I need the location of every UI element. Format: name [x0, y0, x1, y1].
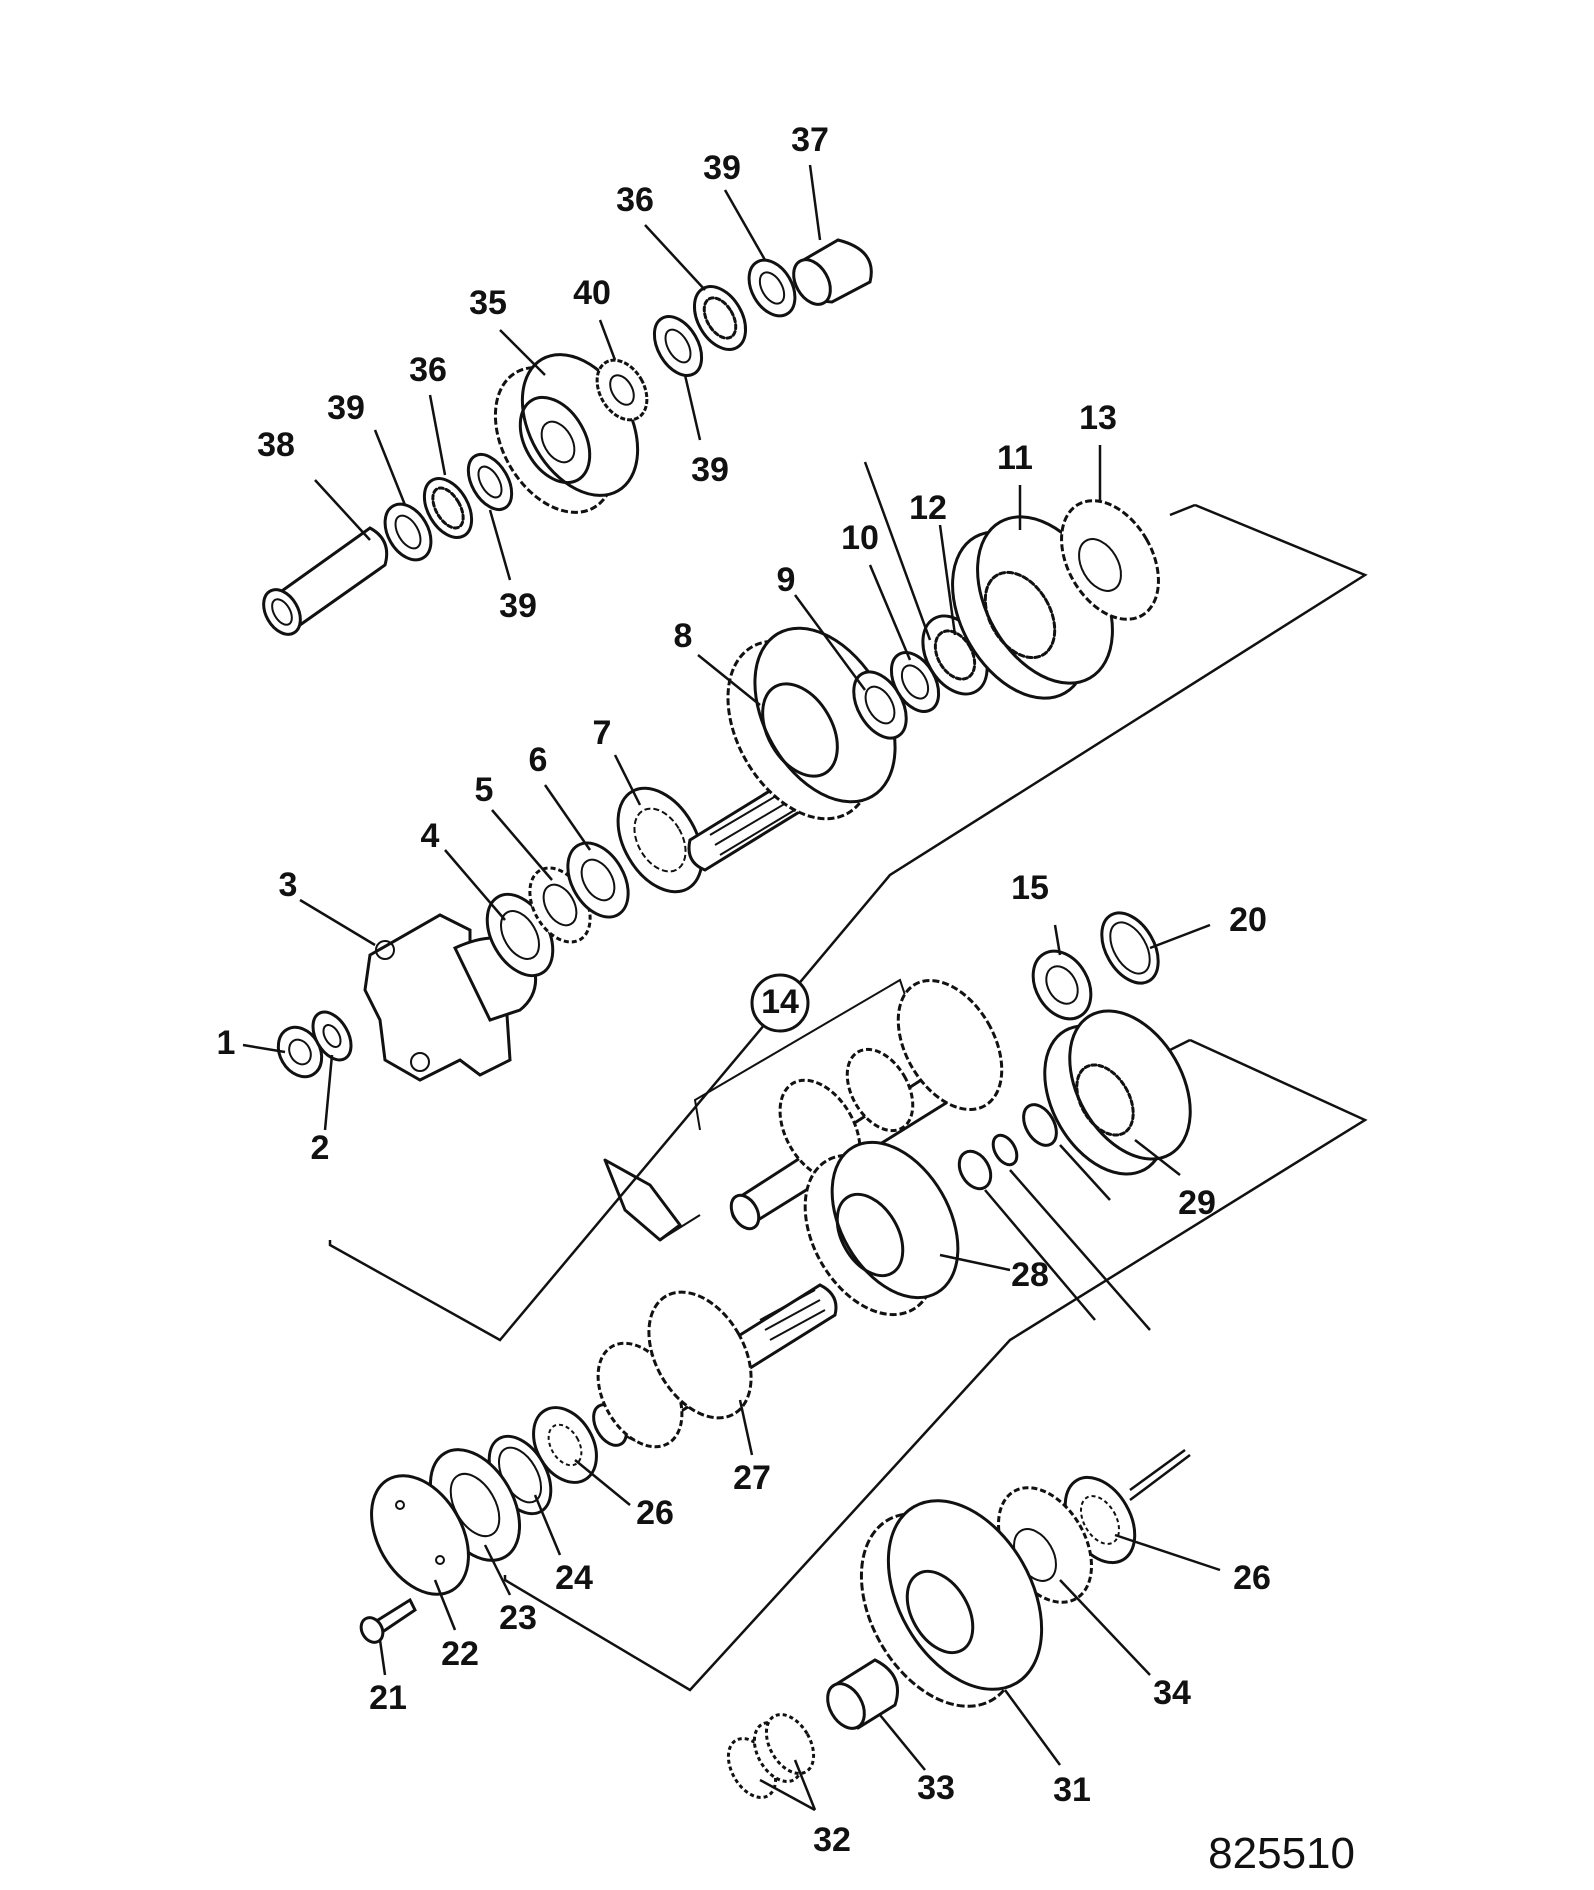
- synchronizer-29: [1043, 1009, 1192, 1176]
- thrust-washer-39c: [652, 315, 704, 377]
- reverse-gear-31: [859, 1499, 1044, 1708]
- callout-34: 34: [1153, 1674, 1191, 1712]
- thrust-washer-39d: [747, 258, 797, 318]
- callout-20: 20: [1229, 901, 1267, 939]
- callout-6: 6: [529, 741, 548, 779]
- shift-fork: [603, 1158, 701, 1242]
- item14-bracket: [693, 978, 906, 1131]
- key-ring-small: [957, 1103, 1058, 1191]
- cluster-gear-27: [592, 1283, 838, 1449]
- callout-5: 5: [475, 771, 494, 809]
- callout-39c: 39: [691, 451, 729, 489]
- callout-13: 13: [1079, 399, 1117, 437]
- callout-40: 40: [573, 274, 611, 312]
- svg-text:14: 14: [761, 983, 799, 1021]
- reverse-gear-group: [726, 1454, 1191, 1799]
- idler-gear-35: [493, 353, 640, 514]
- snap-ring-20: [1100, 911, 1160, 985]
- idler-shaft-group: [262, 238, 873, 636]
- needle-bearing-36a: [422, 477, 474, 539]
- callout-36b: 36: [616, 181, 654, 219]
- callout-9: 9: [777, 561, 796, 599]
- washer-10: [889, 651, 941, 713]
- countershaft-assembly-outline: [503, 1038, 1368, 1692]
- output-shaft-gear-8: [687, 626, 897, 872]
- callout-36a: 36: [409, 351, 447, 389]
- washer-2: [311, 1010, 353, 1062]
- callout-26b: 26: [1233, 1559, 1271, 1597]
- snap-ring-9: [852, 670, 908, 740]
- thrust-washer-39a: [383, 502, 433, 562]
- needle-bearing-36b: [692, 285, 748, 351]
- callout-4: 4: [421, 817, 440, 855]
- callout-33: 33: [917, 1769, 955, 1807]
- callout-39b: 39: [499, 587, 537, 625]
- mainshaft-group: [276, 461, 1160, 1082]
- callout-35: 35: [469, 284, 507, 322]
- callout-39a: 39: [327, 389, 365, 427]
- gear-13: [1060, 499, 1160, 621]
- ball-bearing-7: [616, 786, 704, 894]
- sleeve-37: [792, 238, 873, 306]
- countershaft-group: [359, 911, 1192, 1644]
- callout-labels: 1 2 3 4 5 6 7 8 9 10 11 12 13 14 15 20 2…: [217, 121, 1271, 1859]
- callout-8: 8: [674, 617, 693, 655]
- cover-22: [370, 1474, 470, 1596]
- callout-23: 23: [499, 1599, 537, 1637]
- callout-2: 2: [311, 1129, 330, 1167]
- spacer-6: [566, 841, 630, 919]
- bushing-33: [826, 1658, 899, 1730]
- callout-1: 1: [217, 1024, 236, 1062]
- callout-39d: 39: [703, 149, 741, 187]
- callout-24: 24: [555, 1559, 593, 1597]
- callout-32: 32: [813, 1821, 851, 1859]
- callout-27: 27: [733, 1459, 771, 1497]
- callout-31: 31: [1053, 1771, 1091, 1809]
- flange-nut-1: [276, 1025, 324, 1079]
- thrust-washer-39b: [466, 453, 514, 511]
- idler-shaft-38: [262, 526, 389, 636]
- callout-28: 28: [1011, 1256, 1049, 1294]
- idler-small-gear-40: [595, 358, 649, 422]
- bearing-15: [1031, 949, 1093, 1021]
- callout-14-circled: 14: [750, 973, 810, 1033]
- callout-10: 10: [841, 519, 879, 557]
- callout-12: 12: [909, 489, 947, 527]
- callout-11: 11: [997, 439, 1033, 477]
- callout-37: 37: [791, 121, 829, 159]
- leader-lines: [242, 164, 1221, 1812]
- callout-38: 38: [257, 426, 295, 464]
- callout-26a: 26: [636, 1494, 674, 1532]
- callout-22: 22: [441, 1635, 479, 1673]
- bolt-21: [359, 1597, 417, 1644]
- bottom-gear-outline: [1129, 1448, 1186, 1492]
- countershaft-gear-28: [803, 1140, 960, 1317]
- callout-29: 29: [1178, 1184, 1216, 1222]
- callout-21: 21: [369, 1679, 407, 1717]
- figure-reference-number: 825510: [1208, 1829, 1355, 1878]
- callout-3: 3: [279, 866, 298, 904]
- callout-15: 15: [1011, 869, 1049, 907]
- callout-7: 7: [593, 714, 612, 752]
- mainshaft-assembly-outline: [328, 503, 1368, 1342]
